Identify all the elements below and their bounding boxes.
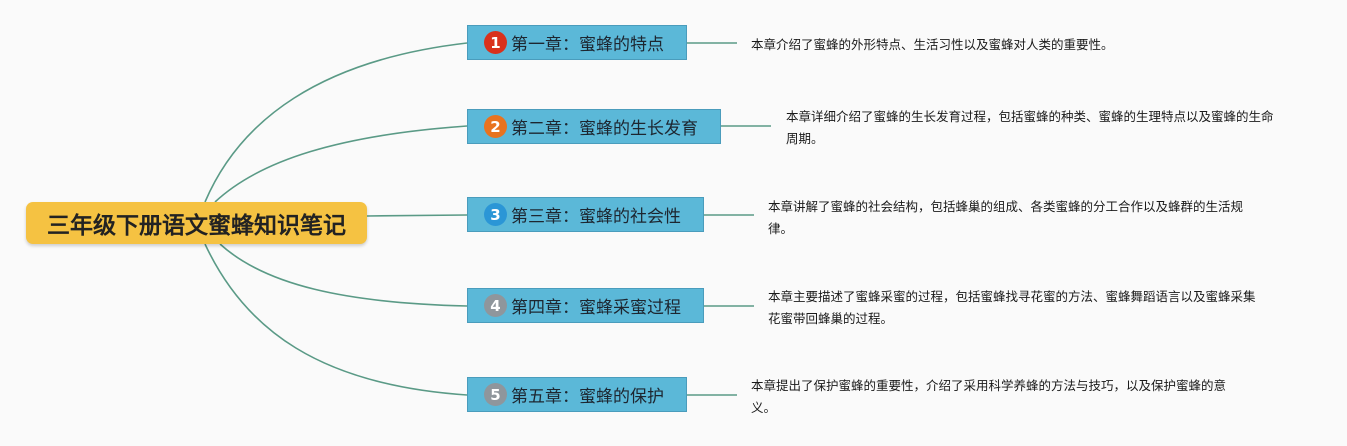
chapter-3-topic[interactable]: 3 第三章：蜜蜂的社会性 xyxy=(467,197,704,232)
chapter-2-topic[interactable]: 2 第二章：蜜蜂的生长发育 xyxy=(467,109,721,144)
chapter-3-title: 第三章：蜜蜂的社会性 xyxy=(511,207,681,227)
chapter-1-topic[interactable]: 1 第一章：蜜蜂的特点 xyxy=(467,25,687,60)
chapter-2-description: 本章详细介绍了蜜蜂的生长发育过程，包括蜜蜂的种类、蜜蜂的生理特点以及蜜蜂的生命周… xyxy=(786,109,1274,146)
chapter-4-description: 本章主要描述了蜜蜂采蜜的过程，包括蜜蜂找寻花蜜的方法、蜜蜂舞蹈语言以及蜜蜂采集花… xyxy=(768,289,1256,326)
chapter-5-topic[interactable]: 5 第五章：蜜蜂的保护 xyxy=(467,377,687,412)
chapter-4-title: 第四章：蜜蜂采蜜过程 xyxy=(511,298,681,318)
root-to-chapter-4-edge xyxy=(219,243,468,307)
number-5-badge-icon: 5 xyxy=(484,383,507,406)
chapter-4-topic[interactable]: 4 第四章：蜜蜂采蜜过程 xyxy=(467,288,704,323)
number-2-badge-icon: 2 xyxy=(484,115,507,138)
root-topic[interactable]: 三年级下册语文蜜蜂知识笔记 xyxy=(26,202,367,244)
number-1-badge-icon: 1 xyxy=(484,31,507,54)
root-to-chapter-1-edge xyxy=(204,42,468,203)
root-to-chapter-2-edge xyxy=(214,125,468,203)
root-to-chapter-5-edge xyxy=(204,243,468,396)
root-to-chapter-3-edge xyxy=(366,214,468,217)
chapter-2-title: 第二章：蜜蜂的生长发育 xyxy=(511,119,698,139)
chapter-5-title: 第五章：蜜蜂的保护 xyxy=(511,387,664,407)
chapter-5-description: 本章提出了保护蜜蜂的重要性，介绍了采用科学养蜂的方法与技巧，以及保护蜜蜂的意义。 xyxy=(751,378,1227,415)
number-4-badge-icon: 4 xyxy=(484,294,507,317)
chapter-1-description: 本章介绍了蜜蜂的外形特点、生活习性以及蜜蜂对人类的重要性。 xyxy=(751,37,1114,52)
number-3-badge-icon: 3 xyxy=(484,203,507,226)
chapter-1-title: 第一章：蜜蜂的特点 xyxy=(511,35,664,55)
chapter-3-description: 本章讲解了蜜蜂的社会结构，包括蜂巢的组成、各类蜜蜂的分工合作以及蜂群的生活规律。 xyxy=(768,199,1244,236)
